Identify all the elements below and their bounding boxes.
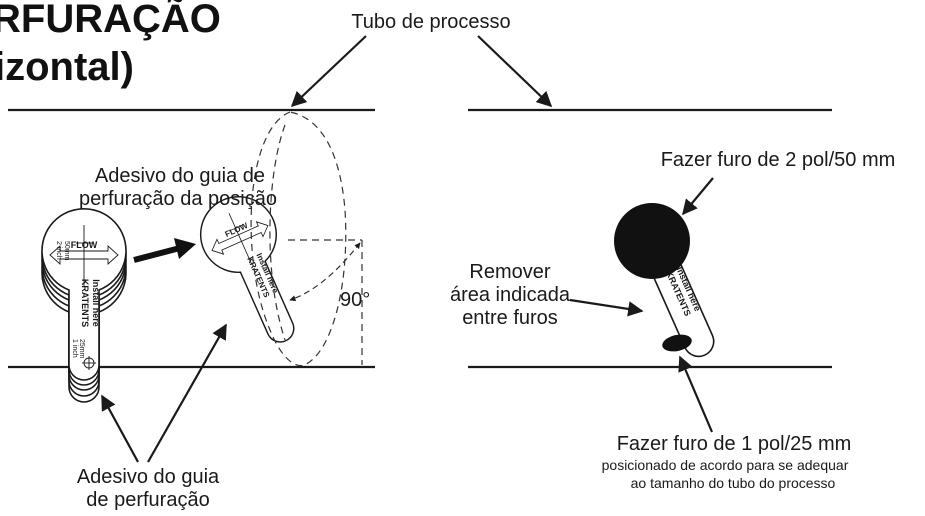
sticker-flow-text: FLOW (71, 240, 98, 250)
remove-label-1: Remover (469, 261, 550, 283)
sticker-size-large-a: 2 inch (55, 241, 62, 260)
remove-area-arrow (569, 298, 644, 317)
sticker-size-large-b: 50mm (63, 241, 70, 261)
drill-sticker-label-2: de perfuração (86, 489, 209, 511)
drill-sticker-arrow-left (101, 394, 139, 463)
sticker-size-small-b: 25mm (78, 339, 85, 359)
rotation-guide-inner (269, 124, 286, 341)
title-line-1: RFURAÇÃO (0, 0, 221, 41)
small-hole-note-1: posicionado de acordo para se adequar (602, 457, 849, 473)
drill-sticker-label-1: Adesivo do guia (77, 466, 220, 488)
drill-sticker-arrow-right (147, 323, 227, 463)
applied-position-sticker: FLOW KRATENTS Install here (187, 183, 322, 357)
small-hole-arrow (678, 355, 714, 433)
remove-label-3: entre furos (462, 307, 558, 329)
move-arrow-icon (133, 238, 196, 263)
sticker-size-small-a: 1 inch (71, 339, 78, 358)
angle-arc (289, 242, 361, 302)
small-hole-label: Fazer furo de 1 pol/25 mm (617, 433, 852, 455)
position-sticker-label-1: Adesivo do guia de (95, 165, 265, 187)
small-hole-note-2: ao tamanho do tubo do processo (631, 475, 836, 491)
process-pipe-arrow-right (477, 35, 553, 108)
remove-label-2: área indicada (450, 284, 571, 306)
position-sticker-label-2: perfuração da posição (79, 188, 277, 210)
large-hole-label: Fazer furo de 2 pol/50 mm (661, 149, 896, 171)
angle-label: 90° (340, 289, 370, 311)
title-line-2: izontal) (0, 45, 134, 89)
stacked-drill-guide-stickers: FLOW KRATENTS Install here 2 inch 50mm 1… (41, 207, 127, 403)
process-pipe-arrow-left (290, 35, 367, 108)
sticker-install-text: Install here (91, 279, 101, 327)
small-hole (662, 334, 692, 352)
cut-sticker: KRATENTS Install here (651, 261, 715, 358)
rotation-ellipse (250, 111, 347, 367)
sticker-brand-text: KRATENTS (80, 279, 90, 327)
process-pipe-label: Tubo de processo (351, 11, 510, 33)
large-hole-arrow (682, 177, 714, 216)
large-hole (614, 203, 690, 279)
